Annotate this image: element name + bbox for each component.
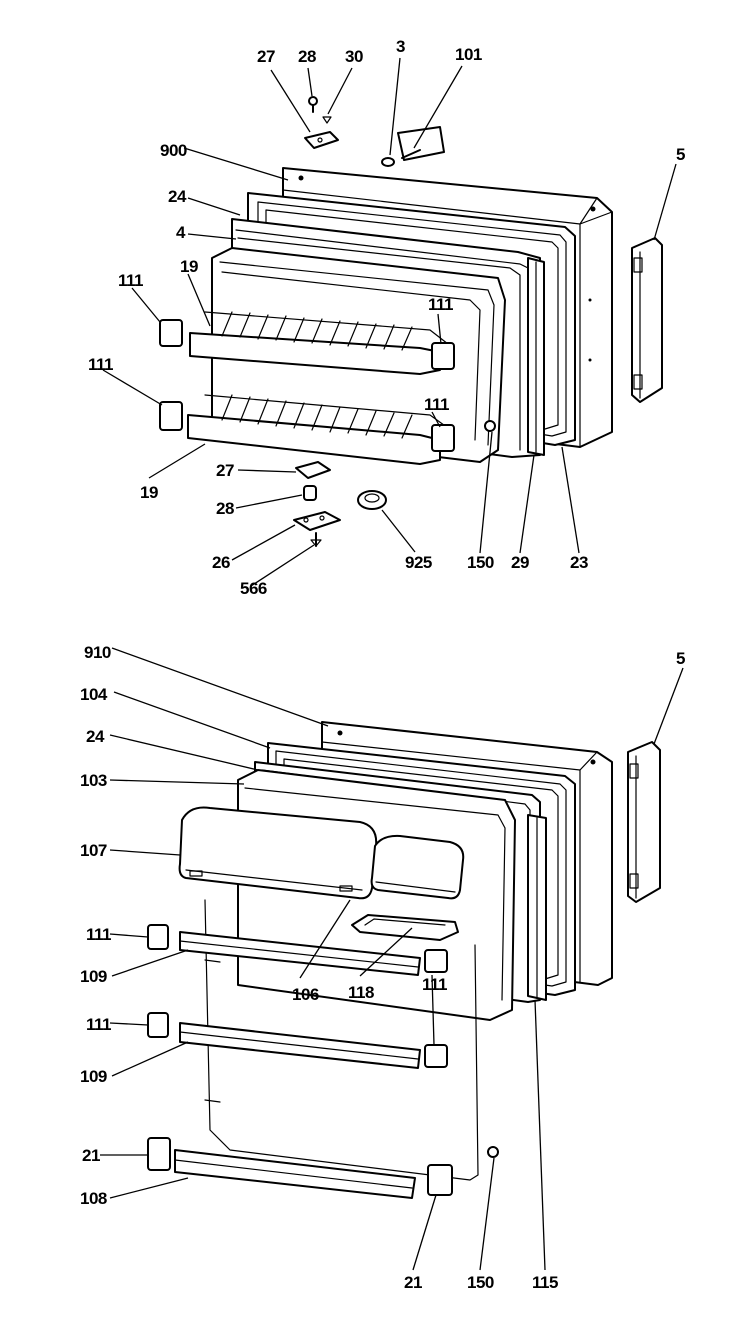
bottom-callout-labels: 910 5 104 24 103 107 111 109 106 118 111… xyxy=(80,643,686,1292)
callout-108: 108 xyxy=(80,1189,107,1208)
callout-24-bottom: 24 xyxy=(86,727,105,746)
callout-150-top: 150 xyxy=(467,553,494,572)
shelf-bracket-111-bottom-lower xyxy=(147,1012,169,1038)
callout-101: 101 xyxy=(455,45,482,64)
shelf-bracket-111-upper-left xyxy=(159,319,183,347)
callout-30: 30 xyxy=(345,47,363,66)
callout-28-bottom: 28 xyxy=(216,499,234,518)
callout-111-bottom-a: 111 xyxy=(86,925,111,944)
callout-111-top-c: 111 xyxy=(428,295,453,314)
callout-19-top-b: 19 xyxy=(140,483,158,502)
seal-strip-115 xyxy=(527,814,547,1001)
callout-118: 118 xyxy=(348,983,374,1002)
callout-566: 566 xyxy=(240,579,267,598)
dairy-compartment-door-107 xyxy=(178,806,378,900)
callout-29: 29 xyxy=(511,553,529,572)
callout-107: 107 xyxy=(80,841,107,860)
shelf-bracket-21-left xyxy=(147,1137,171,1171)
door-shelf-109-lower xyxy=(179,1022,448,1069)
callout-3: 3 xyxy=(396,37,405,56)
callout-104: 104 xyxy=(80,685,108,704)
callout-5-top: 5 xyxy=(676,145,685,164)
door-shelf-109-upper xyxy=(179,931,448,976)
callout-106: 106 xyxy=(292,985,319,1004)
callout-925: 925 xyxy=(405,553,432,572)
door-handle-5-bottom xyxy=(627,741,661,903)
callout-150-bottom: 150 xyxy=(467,1273,494,1292)
callout-111-top-d: 111 xyxy=(424,395,449,414)
callout-27-bottom: 27 xyxy=(216,461,234,480)
callout-23: 23 xyxy=(570,553,588,572)
callout-26: 26 xyxy=(212,553,230,572)
callout-24-top: 24 xyxy=(168,187,187,206)
callout-103: 103 xyxy=(80,771,107,790)
callout-21-left: 21 xyxy=(82,1146,100,1165)
callout-19-top-a: 19 xyxy=(180,257,198,276)
shelf-bracket-111-lower-left xyxy=(159,401,183,431)
top-callout-labels: 27 28 30 3 101 900 5 24 4 111 19 111 111… xyxy=(88,37,686,598)
door-handle-5-top xyxy=(631,237,663,403)
callout-27-top: 27 xyxy=(257,47,275,66)
callout-21-bottom: 21 xyxy=(404,1273,422,1292)
inner-door-liner xyxy=(187,247,506,465)
dairy-door-106 xyxy=(370,834,465,900)
callout-900: 900 xyxy=(160,141,187,160)
callout-5-bottom: 5 xyxy=(676,649,685,668)
callout-109-b: 109 xyxy=(80,1067,107,1086)
callout-111-bottom-b: 111 xyxy=(422,975,447,994)
freezer-door-assembly: 27 28 30 3 101 900 5 24 4 111 19 111 111… xyxy=(88,37,686,598)
callout-910: 910 xyxy=(84,643,111,662)
callout-109-a: 109 xyxy=(80,967,107,986)
callout-111-bottom-c: 111 xyxy=(86,1015,111,1034)
callout-111-top-a: 111 xyxy=(118,271,143,290)
bottom-leader-lines xyxy=(100,647,684,1271)
hinge-parts-bottom xyxy=(293,461,387,547)
callout-115: 115 xyxy=(532,1273,558,1292)
shelf-bracket-111-bottom-upper xyxy=(147,924,169,950)
butter-tray-118 xyxy=(351,914,459,941)
hinge-parts-top xyxy=(304,96,445,167)
fresh-food-door-assembly: 910 5 104 24 103 107 111 109 106 118 111… xyxy=(80,643,686,1292)
callout-4: 4 xyxy=(176,223,186,242)
top-leader-lines xyxy=(102,57,677,587)
door-shelf-108 xyxy=(174,1149,453,1199)
callout-111-top-b: 111 xyxy=(88,355,113,374)
callout-28-top: 28 xyxy=(298,47,316,66)
seal-strip-29 xyxy=(527,257,545,456)
